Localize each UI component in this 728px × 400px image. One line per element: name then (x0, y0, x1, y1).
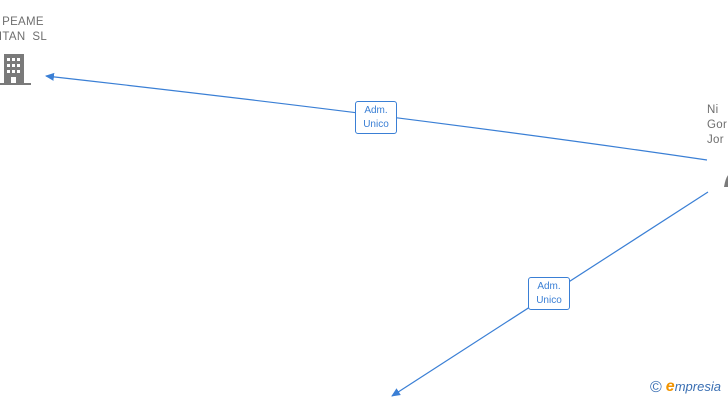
empresia-watermark: ©empresia (650, 378, 721, 397)
building-icon[interactable] (0, 54, 31, 85)
person-node-label[interactable]: Ni Gor Jor (707, 104, 728, 146)
copyright-icon: © (650, 379, 662, 396)
edge-label-line2: Unico (536, 294, 562, 306)
company-node-label[interactable]: PEAME ITAN SL (0, 16, 48, 43)
edge-label-role: Adm. Unico (528, 277, 570, 310)
edge-label-role: Adm. Unico (355, 101, 397, 134)
person-icon[interactable] (724, 172, 728, 187)
edge-label-line1: Adm. (537, 280, 561, 292)
edge-person-to-company[interactable] (45, 72, 708, 161)
brand-initial: e (665, 378, 675, 395)
brand-name: mpresia (674, 379, 721, 394)
edge-label-line2: Unico (363, 118, 389, 130)
edge-label-line1: Adm. (364, 104, 388, 116)
